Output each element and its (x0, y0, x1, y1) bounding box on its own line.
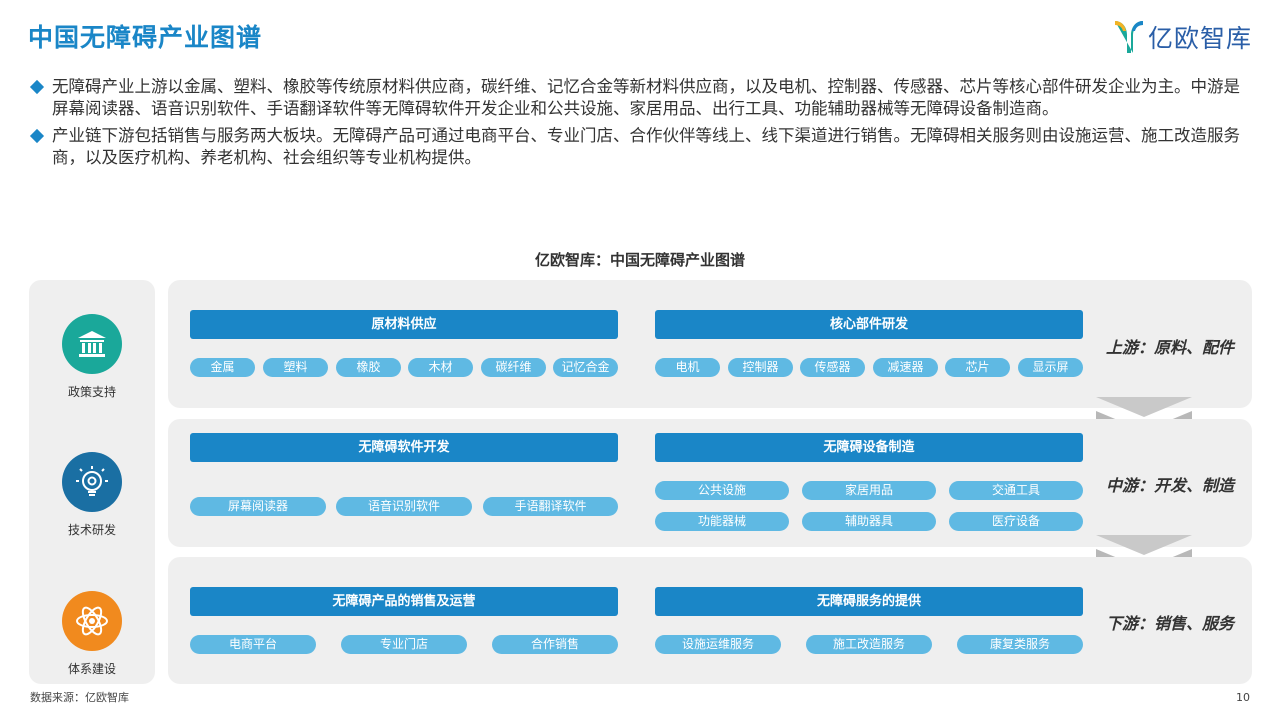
upstream-left-pill: 木材 (408, 358, 473, 377)
downstream-right-pill: 施工改造服务 (806, 635, 932, 654)
core-parts-header: 核心部件研发 (655, 310, 1083, 339)
upstream-right-pill: 芯片 (945, 358, 1010, 377)
software-dev-header: 无障碍软件开发 (190, 433, 618, 462)
upstream-right-pill: 传感器 (800, 358, 865, 377)
midstream-left-pill: 语音识别软件 (336, 497, 472, 516)
midstream-right-pill: 公共设施 (655, 481, 789, 500)
service-provision-header: 无障碍服务的提供 (655, 587, 1083, 616)
upstream-left-pill: 金属 (190, 358, 255, 377)
midstream-band: 无障碍软件开发 屏幕阅读器 语音识别软件 手语翻译软件 无障碍设备制造 公共设施… (168, 419, 1252, 547)
upstream-right-pill: 控制器 (728, 358, 793, 377)
support-side-panel: 政策支持 技术研发 体系建设 (29, 280, 155, 684)
downstream-left-pill: 合作销售 (492, 635, 618, 654)
midstream-right-pill: 医疗设备 (949, 512, 1083, 531)
diamond-bullet-icon (29, 128, 45, 144)
midstream-right-pill: 交通工具 (949, 481, 1083, 500)
upstream-right-pill: 减速器 (873, 358, 938, 377)
downstream-left-pill: 专业门店 (341, 635, 467, 654)
upstream-right-pill: 电机 (655, 358, 720, 377)
summary-bullets: 无障碍产业上游以金属、塑料、橡胶等传统原材料供应商，碳纤维、记忆合金等新材料供应… (29, 76, 1252, 174)
midstream-left-pill: 屏幕阅读器 (190, 497, 326, 516)
midstream-right-pill: 家居用品 (802, 481, 936, 500)
downstream-right-pill: 设施运维服务 (655, 635, 781, 654)
diamond-bullet-icon (29, 79, 45, 95)
side-label: 技术研发 (67, 523, 116, 537)
upstream-left-pill: 碳纤维 (481, 358, 546, 377)
bullet-text: 产业链下游包括销售与服务两大板块。无障碍产品可通过电商平台、专业门店、合作伙伴等… (52, 126, 1240, 167)
side-item-system: 体系建设 (29, 591, 155, 677)
upstream-band: 原材料供应 金属 塑料 橡胶 木材 碳纤维 记忆合金 核心部件研发 电机 控制器… (168, 280, 1252, 408)
device-mfg-header: 无障碍设备制造 (655, 433, 1083, 462)
side-item-policy: 政策支持 (29, 314, 155, 400)
data-source: 数据来源：亿欧智库 (30, 691, 129, 704)
raw-material-header: 原材料供应 (190, 310, 618, 339)
bullet-text: 无障碍产业上游以金属、塑料、橡胶等传统原材料供应商，碳纤维、记忆合金等新材料供应… (52, 77, 1240, 118)
logo-icon (1114, 21, 1143, 53)
bullet-item: 无障碍产业上游以金属、塑料、橡胶等传统原材料供应商，碳纤维、记忆合金等新材料供应… (29, 76, 1252, 120)
upstream-right-pill: 显示屏 (1018, 358, 1083, 377)
bank-icon (62, 314, 122, 374)
brand-logo: 亿欧智库 (1114, 16, 1252, 58)
upstream-left-pill: 橡胶 (336, 358, 401, 377)
midstream-left-pill: 手语翻译软件 (483, 497, 618, 516)
page-number: 10 (1236, 691, 1250, 704)
side-label: 政策支持 (67, 385, 116, 399)
lightbulb-gear-icon (62, 452, 122, 512)
midstream-right-pill: 辅助器具 (802, 512, 936, 531)
midstream-label: 中游：开发、制造 (1105, 476, 1234, 495)
page-title: 中国无障碍产业图谱 (28, 23, 263, 52)
logo-text: 亿欧智库 (1147, 24, 1252, 53)
atom-icon (62, 591, 122, 651)
bullet-item: 产业链下游包括销售与服务两大板块。无障碍产品可通过电商平台、专业门店、合作伙伴等… (29, 125, 1252, 169)
downstream-label: 下游：销售、服务 (1105, 614, 1234, 633)
downstream-left-pill: 电商平台 (190, 635, 316, 654)
side-label: 体系建设 (67, 662, 116, 676)
upstream-label: 上游：原料、配件 (1105, 338, 1234, 357)
side-item-tech: 技术研发 (29, 452, 155, 538)
diagram-title: 亿欧智库：中国无障碍产业图谱 (534, 251, 745, 269)
product-sales-header: 无障碍产品的销售及运营 (190, 587, 618, 616)
upstream-left-pill: 记忆合金 (553, 358, 618, 377)
midstream-right-pill: 功能器械 (655, 512, 789, 531)
upstream-left-pill: 塑料 (263, 358, 328, 377)
downstream-band: 无障碍产品的销售及运营 电商平台 专业门店 合作销售 无障碍服务的提供 设施运维… (168, 557, 1252, 684)
downstream-right-pill: 康复类服务 (957, 635, 1083, 654)
